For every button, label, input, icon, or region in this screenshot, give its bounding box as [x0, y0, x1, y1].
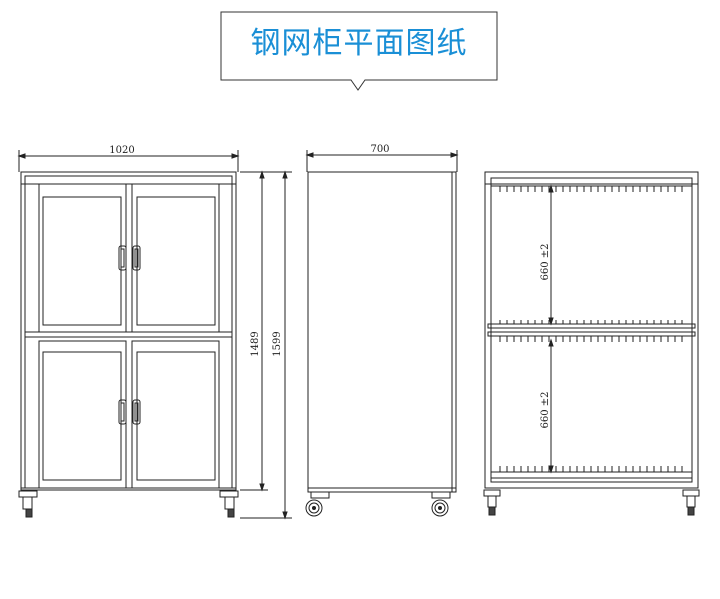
interior-left-caster	[483, 489, 501, 516]
front-lower-left-door	[38, 340, 127, 489]
interior-view: 660 ±2 660 ±2	[483, 171, 700, 516]
front-lower-right-door	[131, 340, 220, 489]
interior-cabinet-outline	[484, 171, 699, 489]
side-right-caster	[431, 491, 451, 517]
side-view: 700	[305, 144, 459, 517]
front-upper-right-door	[131, 183, 220, 333]
interior-upper-dim-label: 660 ±2	[540, 243, 551, 280]
interior-upper-rail	[491, 185, 692, 192]
front-inner-height-label: 1489	[250, 331, 261, 356]
interior-right-caster	[682, 489, 700, 516]
interior-lower-dim-label: 660 ±2	[540, 391, 551, 428]
side-left-caster	[305, 491, 330, 517]
title-callout	[220, 11, 498, 91]
side-depth-label: 700	[370, 144, 389, 155]
front-left-caster	[18, 490, 38, 518]
front-total-height-label: 1599	[272, 331, 283, 356]
front-lower-right-handle	[132, 399, 141, 425]
front-view: 1020	[17, 145, 292, 520]
front-lower-left-handle	[118, 399, 127, 425]
title-callout-border	[220, 11, 498, 91]
front-upper-left-door	[38, 183, 127, 333]
front-upper-left-handle	[118, 245, 127, 271]
front-width-label: 1020	[109, 145, 134, 156]
front-right-caster	[219, 490, 239, 518]
page-title: 钢网柜平面图纸	[250, 26, 468, 61]
front-upper-right-handle	[132, 245, 141, 271]
side-cabinet-outline	[307, 171, 457, 493]
front-cabinet-outline	[20, 171, 237, 491]
interior-middle-shelf	[487, 323, 696, 329]
interior-bottom-rail	[490, 471, 693, 479]
